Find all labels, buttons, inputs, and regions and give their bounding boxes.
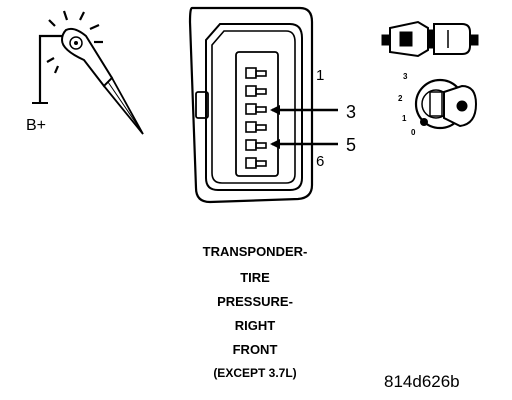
pin-terminal xyxy=(245,85,257,97)
ignition-position-marker xyxy=(420,118,428,126)
pin-terminal xyxy=(245,103,257,115)
ignition-position-1: 1 xyxy=(402,114,407,123)
pin-1-label: 1 xyxy=(316,67,324,84)
test-light-probe xyxy=(32,10,144,135)
ignition-switch-icon xyxy=(414,78,478,130)
probe-body xyxy=(60,27,114,88)
pin-5-label: 5 xyxy=(346,135,356,155)
pin-3-label: 3 xyxy=(346,102,356,122)
caption-line-3: PRESSURE- xyxy=(217,294,293,309)
caption-line-5: FRONT xyxy=(232,342,278,357)
pin-terminal xyxy=(245,67,257,79)
caption-line-6: (EXCEPT 3.7L) xyxy=(213,366,297,380)
probe-lead-wire xyxy=(38,34,72,103)
test-light-bulb-icon xyxy=(69,36,83,50)
connector-latch xyxy=(195,91,209,119)
pin-6-label: 6 xyxy=(316,153,324,170)
light-rays-icon xyxy=(46,10,103,74)
pin-terminal xyxy=(245,139,257,151)
connector-face xyxy=(188,6,338,204)
connector-inner-housing xyxy=(205,23,303,191)
battery-positive-label: B+ xyxy=(26,117,46,134)
pin-terminal xyxy=(245,157,257,169)
ignition-position-3: 3 xyxy=(403,72,408,81)
pin-terminals xyxy=(245,67,267,169)
connector-outer-shell xyxy=(188,6,314,204)
connector-mating-icon xyxy=(381,20,479,58)
caption-line-1: TRANSPONDER- xyxy=(202,244,308,259)
caption-line-2: TIRE xyxy=(240,270,270,285)
figure-code: 814d626b xyxy=(384,372,460,391)
caption-line-4: RIGHT xyxy=(234,318,276,333)
ignition-position-0: 0 xyxy=(411,128,416,137)
ignition-position-2: 2 xyxy=(398,94,403,103)
pin-terminal xyxy=(245,121,257,133)
